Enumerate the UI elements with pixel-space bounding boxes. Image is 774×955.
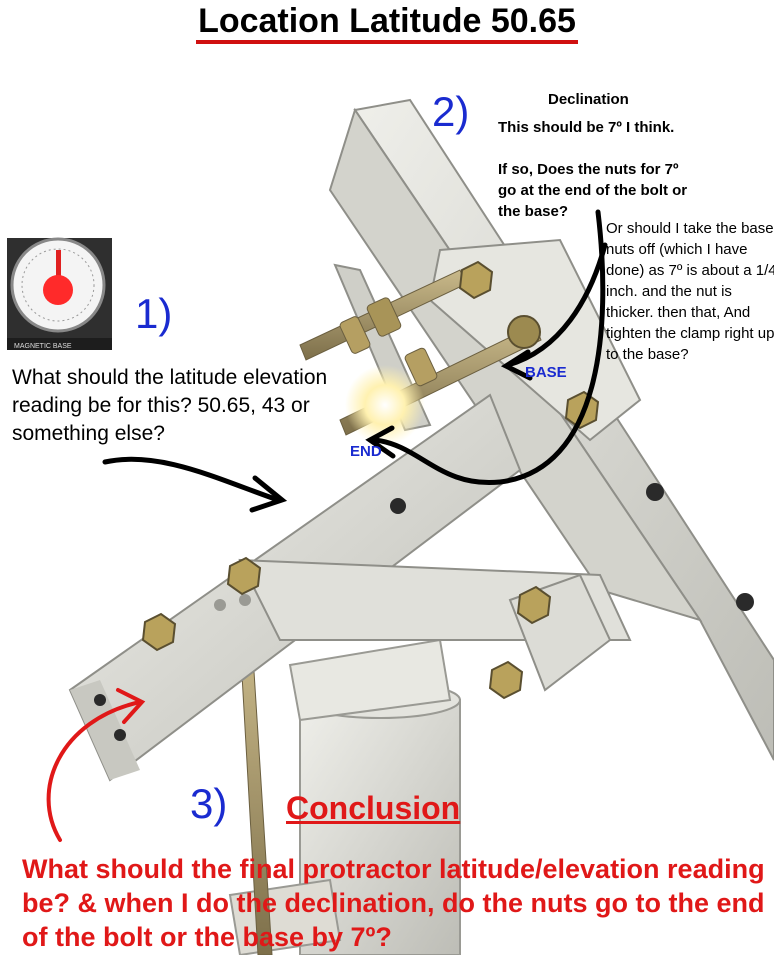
gauge-brand-label: MAGNETIC BASE — [14, 343, 72, 350]
red-arrow — [46, 688, 146, 842]
side-note: Or should I take the base nuts off (whic… — [606, 220, 774, 363]
declination-line-2: If so, Does the nuts for 7º — [498, 161, 679, 178]
black-arrows — [102, 209, 608, 513]
declination-line-1: This should be 7º I think. — [498, 119, 675, 136]
page-title: Location Latitude 50.65 — [0, 2, 774, 44]
marker-2: 2) — [432, 88, 470, 135]
base-label: BASE — [525, 364, 567, 381]
declination-line-4: the base? — [498, 203, 569, 220]
conclusion-text: What should the final protractor latitud… — [22, 854, 765, 952]
question-1: What should the latitude elevation readi… — [12, 366, 328, 445]
marker-1: 1) — [135, 290, 173, 337]
marker-3: 3) — [190, 780, 228, 827]
declination-bolts — [299, 269, 542, 445]
declination-heading: Declination — [548, 91, 629, 108]
conclusion-heading: Conclusion — [286, 790, 461, 826]
declination-line-3: go at the end of the bolt or — [498, 182, 688, 199]
end-label: END — [350, 443, 382, 460]
protractor-gauge-icon: MAGNETIC BASE — [7, 237, 112, 350]
